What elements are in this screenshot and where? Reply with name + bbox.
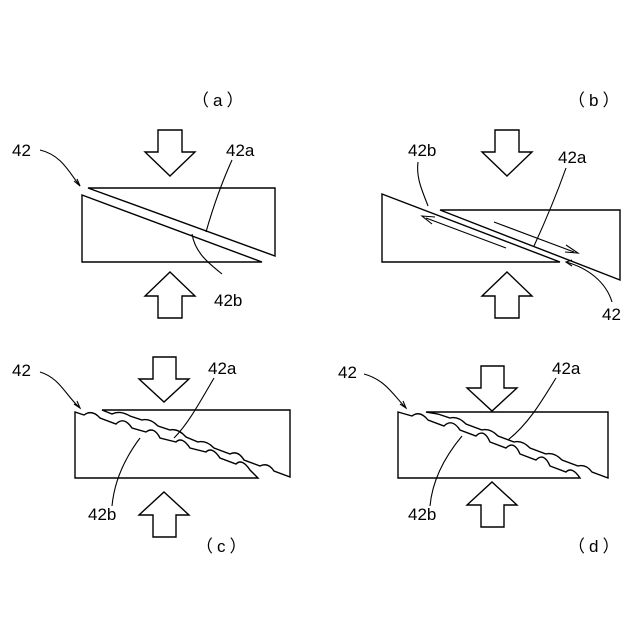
- press-arrow-up-icon: [482, 272, 532, 318]
- panel-a: （a） 42 42a 42b: [12, 91, 275, 318]
- label-42: 42: [12, 361, 31, 380]
- label-42b: 42b: [214, 291, 242, 310]
- press-arrow-down-icon: [467, 366, 517, 411]
- press-arrow-up-icon: [139, 492, 189, 537]
- panel-c: 42 42a 42b （c）: [12, 357, 290, 556]
- leader-42: [40, 150, 80, 186]
- press-arrow-down-icon: [139, 357, 189, 402]
- label-42b: 42b: [408, 505, 436, 524]
- press-arrow-down-icon: [145, 130, 195, 176]
- press-arrow-up-icon: [467, 482, 517, 527]
- press-arrow-up-icon: [145, 272, 195, 318]
- caption-c: （c）: [196, 537, 251, 556]
- label-42: 42: [338, 363, 357, 382]
- leader-42: [40, 372, 80, 408]
- label-42: 42: [12, 141, 31, 160]
- label-42a: 42a: [226, 141, 255, 160]
- press-arrow-down-icon: [482, 130, 532, 176]
- panel-b: （b） 42b 42a 42: [382, 91, 623, 324]
- caption-b: （b）: [568, 91, 623, 110]
- label-42b: 42b: [408, 141, 436, 160]
- label-42: 42: [602, 305, 621, 324]
- leader-42: [364, 374, 406, 408]
- label-42a: 42a: [208, 359, 237, 378]
- label-42a: 42a: [552, 359, 581, 378]
- label-42a: 42a: [558, 148, 587, 167]
- caption-a: （a）: [192, 91, 247, 110]
- caption-d: （d）: [568, 537, 623, 556]
- leader-42b: [418, 162, 428, 206]
- panel-d: 42 42a 42b （d）: [338, 359, 623, 556]
- label-42b: 42b: [88, 505, 116, 524]
